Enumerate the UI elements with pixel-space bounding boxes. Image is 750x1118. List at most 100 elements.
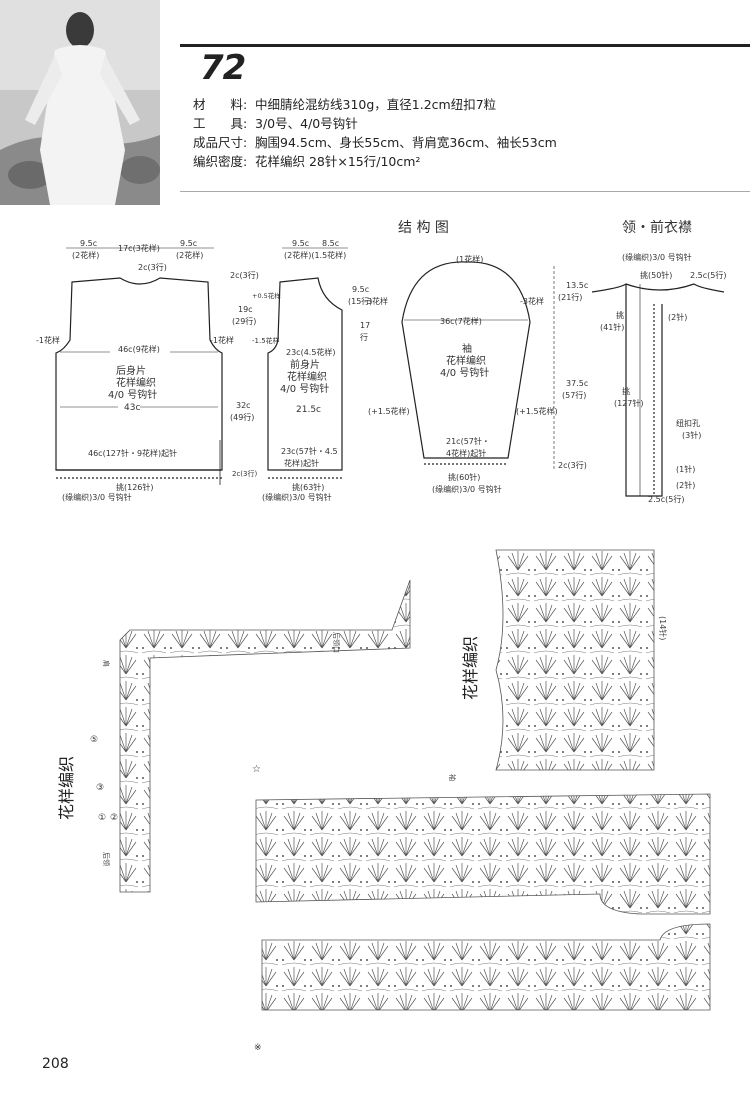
structure-title: 结 构 图: [398, 220, 449, 236]
svg-text:23c(4.5花样): 23c(4.5花样): [286, 347, 336, 357]
svg-text:23c(57针・4.5: 23c(57针・4.5: [281, 446, 338, 456]
svg-text:(+1.5花样): (+1.5花样): [516, 406, 558, 416]
svg-text:(127针): (127针): [614, 398, 644, 408]
svg-text:2c(3行): 2c(3行): [138, 262, 167, 272]
svg-text:2c(3行): 2c(3行): [230, 270, 259, 280]
svg-text:9.5c: 9.5c: [292, 239, 309, 248]
svg-text:4/0 号钩针: 4/0 号钩针: [440, 366, 489, 379]
svg-text:(2针): (2针): [676, 480, 695, 490]
sleeve-outline: [401, 261, 531, 459]
model-photo: [0, 0, 160, 205]
svg-text:-1花样: -1花样: [36, 335, 60, 345]
pattern-number: 72: [200, 48, 246, 88]
svg-text:挑(50针): 挑(50针): [640, 270, 672, 280]
svg-text:花样编织: 花样编织: [446, 354, 486, 367]
svg-text:肩: 肩: [102, 660, 111, 667]
svg-text:挑(126针): 挑(126针): [116, 482, 154, 492]
svg-text:(3针): (3针): [682, 430, 701, 440]
svg-text:后领: 后领: [102, 852, 111, 866]
collar-title: 领・前衣襟: [622, 219, 692, 236]
svg-text:花样编织: 花样编织: [287, 370, 327, 383]
svg-text:17: 17: [360, 321, 370, 330]
svg-text:(1花样): (1花样): [456, 254, 483, 264]
svg-text:挑(60针): 挑(60针): [448, 472, 480, 482]
svg-text:9.5c: 9.5c: [352, 285, 369, 294]
svg-text:☆: ☆: [252, 764, 261, 775]
sleeve-chart-lower: ※: [254, 923, 711, 1053]
collar-outline: [591, 283, 725, 293]
svg-text:2.5c(5行): 2.5c(5行): [648, 494, 684, 504]
tools-line: 工 具:3/0号、4/0号钩针: [193, 116, 358, 131]
svg-text:(缘编织)3/0 号钩针: (缘编织)3/0 号钩针: [262, 492, 332, 502]
svg-text:4花样)起针: 4花样)起针: [446, 448, 486, 458]
left-chart-title: 花样编织: [57, 756, 76, 820]
materials-line: 材 料:中细腈纶混纺线310g，直径1.2cm纽扣7粒: [193, 97, 497, 112]
svg-text:袖: 袖: [462, 342, 472, 355]
svg-text:袖: 袖: [448, 774, 457, 781]
right-chart-title: 花样编织: [461, 636, 480, 700]
left-chart: 花样编织 后领口 肩 后领 ⑤ ③ ① ②: [57, 579, 411, 893]
svg-text:(2花样): (2花样): [72, 250, 99, 260]
svg-text:46c(127针・9花样)起针: 46c(127针・9花样)起针: [88, 448, 177, 458]
svg-text:(21行): (21行): [558, 292, 582, 302]
svg-text:(1针): (1针): [676, 464, 695, 474]
svg-text:挑(63针): 挑(63针): [292, 482, 324, 492]
svg-text:(49行): (49行): [230, 412, 254, 422]
svg-text:※: ※: [254, 1043, 262, 1053]
svg-text:-1.5花样: -1.5花样: [252, 336, 280, 345]
svg-text:(57行): (57行): [562, 390, 586, 400]
svg-text:4/0 号钩针: 4/0 号钩针: [280, 382, 329, 395]
svg-text:19c: 19c: [238, 305, 253, 314]
header-divider: [180, 191, 750, 192]
structure-diagram: 结 构 图 领・前衣襟 9.5c 17c(3花样) 9.5c (2花样) (2花…: [36, 219, 726, 504]
front-outline: [267, 277, 343, 471]
svg-text:21.5c: 21.5c: [296, 405, 321, 415]
svg-text:①: ①: [98, 813, 106, 823]
svg-text:-1花样: -1花样: [210, 335, 234, 345]
svg-text:(2花样): (2花样): [176, 250, 203, 260]
svg-text:(缘编织)3/0 号钩针: (缘编织)3/0 号钩针: [62, 492, 132, 502]
svg-text:挑: 挑: [616, 310, 624, 320]
svg-text:43c: 43c: [124, 403, 140, 413]
svg-text:(14针): (14针): [658, 616, 668, 640]
svg-text:13.5c: 13.5c: [566, 281, 588, 290]
svg-text:前身片: 前身片: [290, 358, 320, 371]
svg-text:(15行): (15行): [348, 296, 372, 306]
svg-text:(41针): (41针): [600, 322, 624, 332]
sleeve-chart-upper: ☆ 袖: [252, 764, 711, 915]
svg-text:9.5c: 9.5c: [180, 239, 197, 248]
svg-text:(29行): (29行): [232, 316, 256, 326]
svg-text:纽扣孔: 纽扣孔: [676, 418, 700, 428]
svg-text:2.5c(5行): 2.5c(5行): [690, 270, 726, 280]
svg-text:21c(57针・: 21c(57针・: [446, 436, 490, 446]
back-outline: [55, 277, 223, 471]
svg-text:32c: 32c: [236, 401, 251, 410]
svg-text:(缘编织)3/0 号钩针: (缘编织)3/0 号钩针: [622, 252, 692, 262]
svg-text:36c(7花样): 36c(7花样): [440, 316, 482, 326]
crochet-charts: 花样编织 后领口 肩 后领 ⑤ ③ ① ② 花样编织 (14针) ☆ 袖 ※: [57, 549, 711, 1053]
page-number: 208: [42, 1056, 69, 1072]
svg-text:37.5c: 37.5c: [566, 379, 588, 388]
svg-text:后身片: 后身片: [116, 364, 146, 377]
right-top-chart: 花样编织 (14针): [461, 549, 668, 771]
svg-text:⑤: ⑤: [90, 735, 98, 745]
svg-text:②: ②: [110, 813, 118, 823]
svg-text:花样)起针: 花样)起针: [284, 458, 319, 468]
header-rule: [180, 44, 750, 47]
svg-text:8.5c: 8.5c: [322, 239, 339, 248]
svg-text:46c(9花样): 46c(9花样): [118, 344, 160, 354]
svg-text:(缘编织)3/0 号钩针: (缘编织)3/0 号钩针: [432, 484, 502, 494]
gauge-line: 编织密度:花样编织 28针×15行/10cm²: [193, 154, 421, 169]
svg-text:(2针): (2针): [668, 312, 687, 322]
svg-text:4/0 号钩针: 4/0 号钩针: [108, 388, 157, 401]
svg-text:-3花样: -3花样: [364, 296, 388, 306]
svg-text:-3花样: -3花样: [520, 296, 544, 306]
svg-text:③: ③: [96, 783, 104, 793]
svg-text:行: 行: [360, 332, 368, 342]
svg-text:9.5c: 9.5c: [80, 239, 97, 248]
svg-text:(2花样)(1.5花样): (2花样)(1.5花样): [284, 250, 346, 260]
svg-text:后领口: 后领口: [332, 632, 341, 653]
svg-text:2c(3行): 2c(3行): [558, 460, 587, 470]
svg-text:(+1.5花样): (+1.5花样): [368, 406, 410, 416]
